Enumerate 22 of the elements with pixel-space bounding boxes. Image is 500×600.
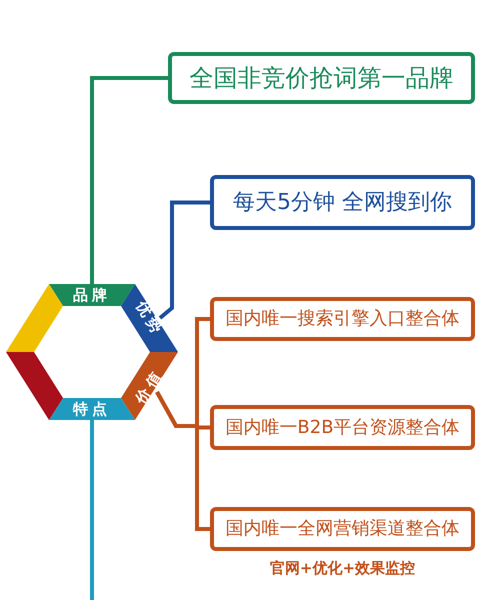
box-text: 每天5分钟 全网搜到你 (233, 192, 452, 214)
box-text: 全国非竞价抢词第一品牌 (190, 66, 454, 90)
node-label: 官网+优化+效果监控 (268, 561, 416, 576)
segment-label: 特点 (73, 402, 111, 416)
hexagon-segment (49, 398, 135, 420)
hexagon-segment (121, 284, 178, 352)
text-box (210, 175, 475, 230)
connector-line (90, 420, 94, 600)
text-box (210, 405, 475, 450)
text-box (168, 52, 475, 104)
text-box (210, 297, 475, 341)
hexagon-segment (6, 284, 63, 352)
segment-label: 品牌 (73, 288, 111, 302)
box-text: 国内唯一B2B平台资源整合体 (225, 418, 460, 436)
connector-line (155, 391, 210, 531)
hexagon-segment (121, 352, 178, 420)
text-box (210, 507, 475, 551)
box-text: 国内唯一全网营销渠道整合体 (226, 520, 460, 538)
hexagon-segment (6, 352, 63, 420)
connector-line (90, 76, 168, 284)
box-text: 国内唯一搜索引擎入口整合体 (226, 310, 460, 328)
connector-line (158, 200, 210, 320)
